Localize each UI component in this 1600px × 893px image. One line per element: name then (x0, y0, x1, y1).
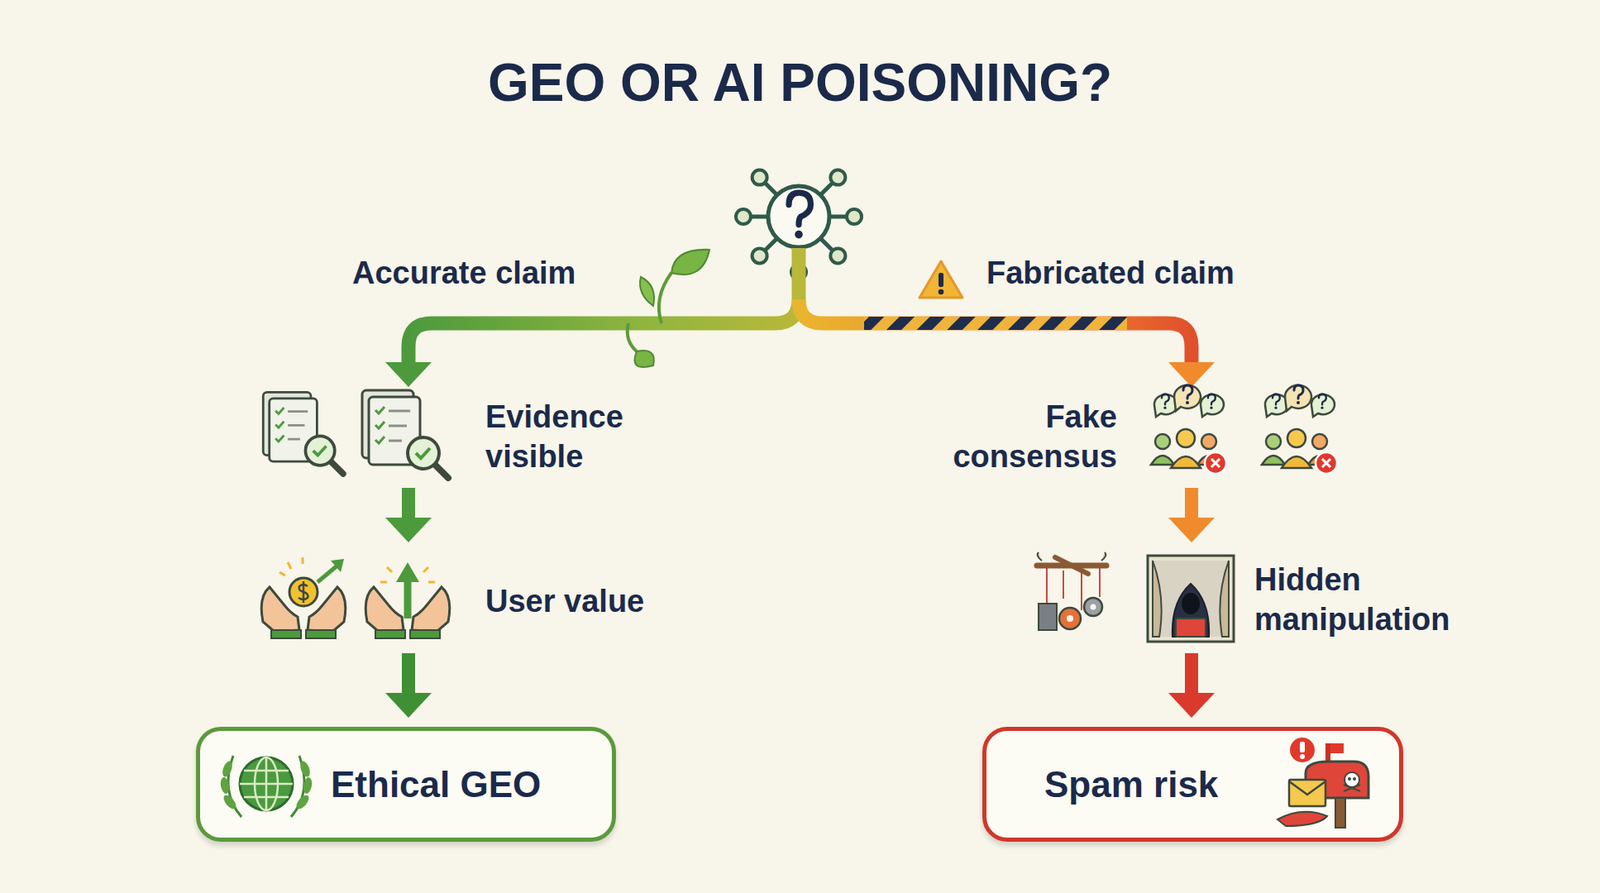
step-label: User value (485, 581, 645, 621)
box-label: Ethical GEO (330, 763, 541, 807)
outcome-box: Spam risk (982, 726, 1404, 842)
step-label: Fake consensus (926, 396, 1118, 477)
step-label: Fabricated claim (986, 253, 1235, 292)
box-label: Spam risk (1044, 763, 1218, 807)
step-label: Hidden manipulation (1254, 559, 1503, 640)
diagram-title: GEO OR AI POISONING? (487, 51, 1113, 115)
step-label: Evidence visible (485, 396, 664, 477)
outcome-box: Ethical GEO (195, 726, 617, 842)
step-label: Accurate claim (352, 253, 576, 292)
